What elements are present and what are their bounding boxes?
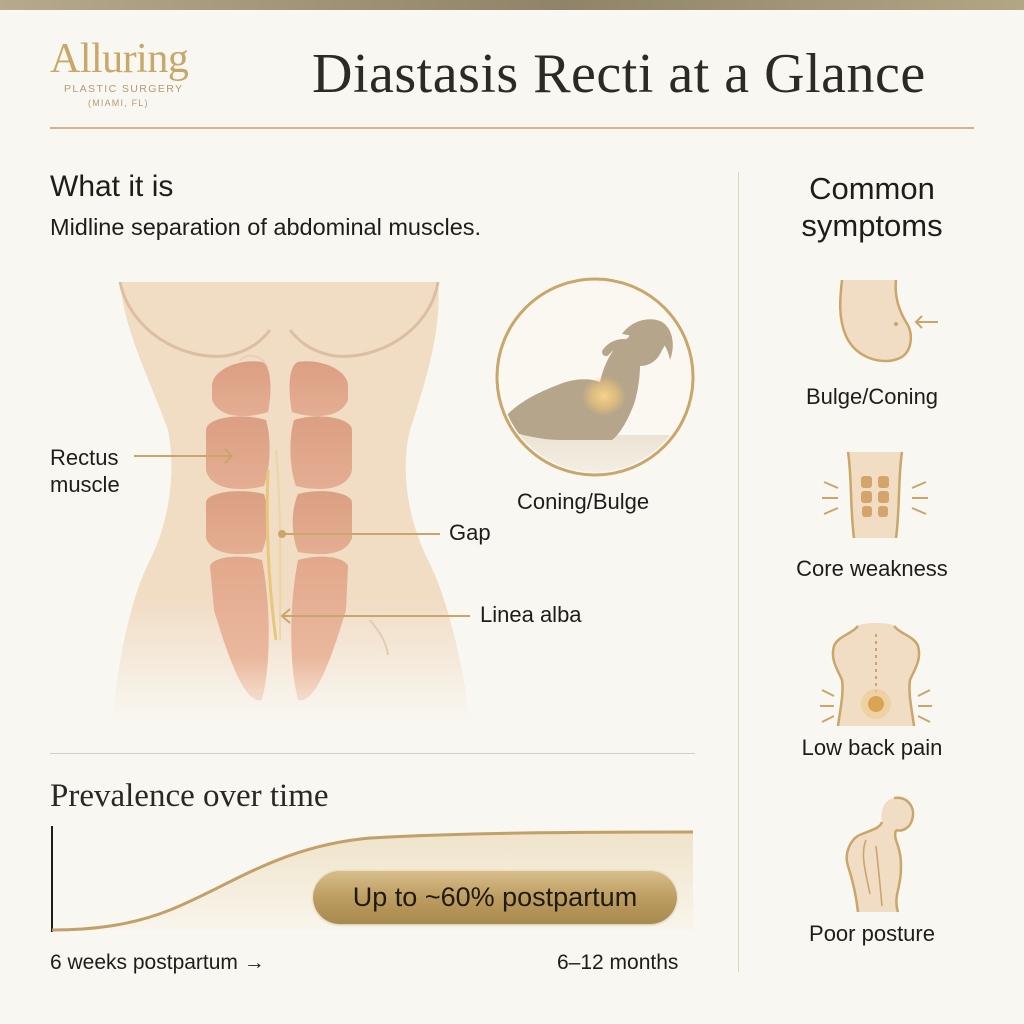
abdomen-illustration <box>112 277 695 720</box>
page-title: Diastasis Recti at a Glance <box>312 43 926 105</box>
section-divider <box>50 753 695 754</box>
bulge-icon <box>839 279 938 363</box>
linea-alba-label: Linea alba <box>480 602 582 627</box>
column-divider <box>738 172 739 972</box>
symptom-label-bulge: Bulge/Coning <box>805 384 939 409</box>
logo-subtitle: PLASTIC SURGERY <box>64 83 184 95</box>
symptom-label-core: Core weakness <box>796 556 948 581</box>
prevalence-heading: Prevalence over time <box>50 778 329 814</box>
what-it-is-text: Midline separation of abdominal muscles. <box>50 214 482 240</box>
gap-label: Gap <box>449 520 491 545</box>
rectus-muscle-left <box>206 361 271 701</box>
axis-end-label: 6–12 months <box>557 951 679 974</box>
label-leaders <box>134 448 470 624</box>
back-pain-icon <box>820 623 932 727</box>
breast-contour-right <box>288 281 440 358</box>
linea-alba <box>265 469 278 641</box>
axis-start-label: 6 weeks postpartum → <box>50 951 265 974</box>
posture-icon <box>845 796 915 913</box>
symptoms-heading: Common symptoms <box>801 171 943 243</box>
brand-logo[interactable]: Alluring PLASTIC SURGERY (MIAMI, FL) <box>50 38 250 108</box>
logo-location: (MIAMI, FL) <box>88 98 149 108</box>
prevalence-callout: Up to ~60% postpartum <box>313 870 677 924</box>
symptom-label-back-pain: Low back pain <box>801 735 943 760</box>
rectus-muscle-label: Rectus muscle <box>50 445 120 497</box>
top-accent-bar <box>0 0 1024 10</box>
header-divider <box>50 127 974 129</box>
core-weakness-icon <box>822 451 928 539</box>
breast-contour-left <box>118 281 272 358</box>
logo-name: Alluring <box>50 36 189 82</box>
what-it-is-heading: What it is <box>50 170 174 203</box>
curve-line <box>51 830 694 932</box>
rectus-muscle-right <box>289 361 352 701</box>
symptom-label-posture: Poor posture <box>809 921 935 946</box>
gap-line <box>275 449 282 641</box>
coning-label: Coning/Bulge <box>517 489 650 514</box>
torso-body <box>112 282 470 720</box>
